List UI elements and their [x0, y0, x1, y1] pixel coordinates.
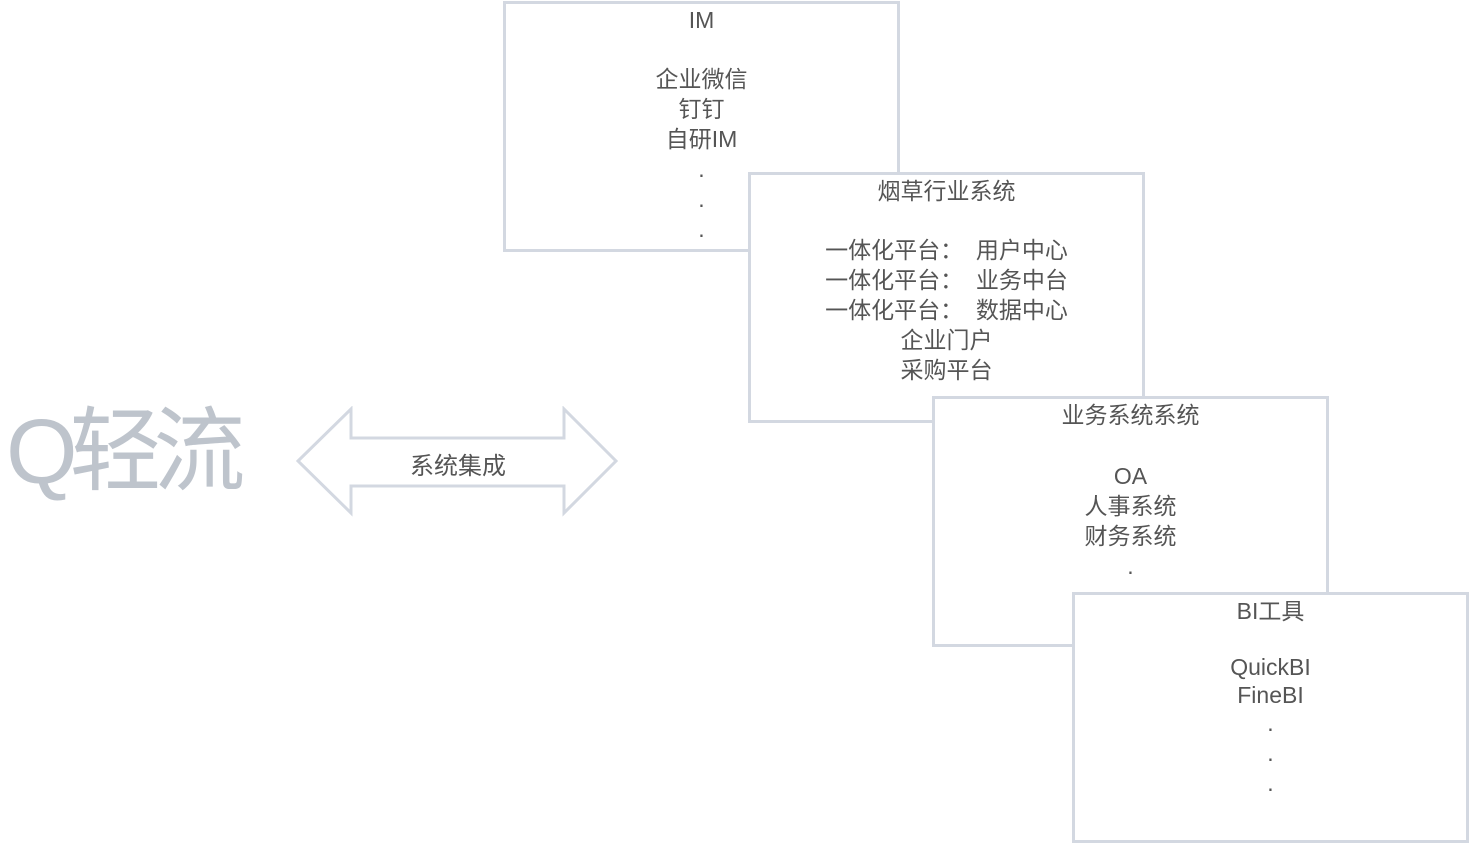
list-item: 企业微信 [655, 66, 748, 92]
box-title: 业务系统系统 [1061, 402, 1200, 428]
box-title: BI工具 [1236, 598, 1305, 624]
list-item: . [698, 156, 705, 182]
list-item: FineBI [1237, 682, 1304, 708]
list-item: 采购平台 [900, 357, 993, 383]
list-item: 企业门户 [900, 327, 993, 353]
list-item: . [698, 186, 705, 212]
tobacco-industry-box: 烟草行业系统 一体化平台： 用户中心 一体化平台： 业务中台 一体化平台： 数据… [748, 172, 1145, 423]
bi-tools-box: BI工具 QuickBI FineBI . . . [1072, 592, 1469, 843]
list-item: 一体化平台： 业务中台 [825, 267, 1068, 293]
double-arrow-icon [296, 406, 619, 517]
list-item: . [1267, 770, 1274, 796]
system-integration-label: 系统集成 [410, 453, 506, 480]
list-item: 财务系统 [1084, 523, 1177, 549]
qingliu-logo: Q轻流 [6, 401, 246, 503]
list-item: OA [1113, 463, 1148, 489]
list-item: 一体化平台： 用户中心 [825, 237, 1068, 263]
list-item: QuickBI [1230, 654, 1311, 680]
box-title: IM [688, 7, 715, 33]
list-item: . [1267, 710, 1274, 736]
list-item: 钉钉 [678, 96, 725, 122]
list-item: . [698, 216, 705, 242]
list-item: 一体化平台： 数据中心 [825, 297, 1068, 323]
list-item: 自研IM [665, 126, 738, 152]
list-item: . [1267, 740, 1274, 766]
list-item: . [1127, 553, 1134, 579]
box-title: 烟草行业系统 [877, 178, 1016, 204]
list-item: 人事系统 [1084, 493, 1177, 519]
